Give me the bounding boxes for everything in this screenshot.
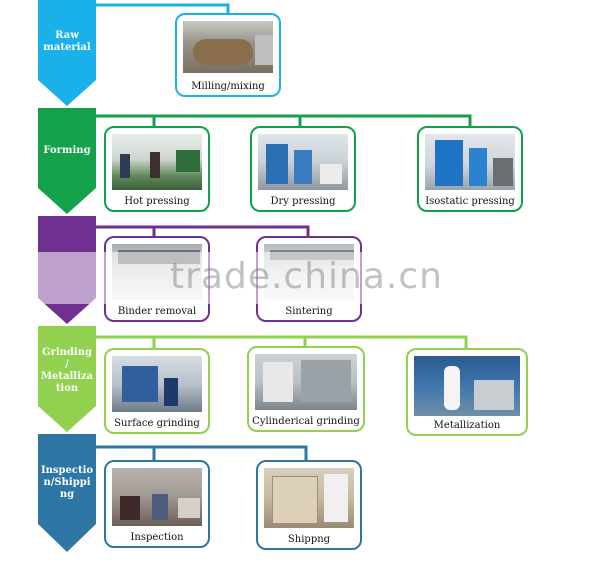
connector-inspection bbox=[96, 445, 308, 462]
stage-arrow-grinding bbox=[38, 326, 96, 432]
binder-removal-photo bbox=[112, 244, 202, 300]
step-binder-removal: Binder removal bbox=[104, 236, 210, 322]
step-sintering: Sintering bbox=[256, 236, 362, 322]
caption-hot-pressing: Hot pressing bbox=[124, 196, 190, 207]
caption-shipping: Shippng bbox=[287, 534, 331, 545]
caption-surface-grinding: Surface grinding bbox=[114, 418, 200, 429]
caption-metallization: Metallization bbox=[433, 420, 501, 431]
step-milling-mixing: Milling/mixing bbox=[175, 13, 281, 97]
connector-forming bbox=[96, 114, 472, 128]
shipping-photo bbox=[264, 468, 354, 528]
caption-binder-removal: Binder removal bbox=[117, 306, 197, 317]
connector-grinding bbox=[96, 335, 468, 350]
step-shipping: Shippng bbox=[256, 460, 362, 550]
cylinderical-grinding-photo bbox=[255, 354, 357, 410]
surface-grinding-photo bbox=[112, 356, 202, 412]
caption-isostatic-pressing: Isostatic pressing bbox=[425, 196, 515, 207]
stage-label-forming: Forming bbox=[43, 145, 91, 156]
isostatic-pressing-photo bbox=[425, 134, 515, 190]
milling-photo bbox=[183, 21, 273, 73]
stage-arrow-inspection bbox=[38, 434, 96, 552]
stage-label-grinding: Grinding / Metalliza tion bbox=[40, 347, 94, 394]
caption-sintering: Sintering bbox=[285, 306, 333, 317]
inspection-photo bbox=[112, 468, 202, 526]
stage-arrow-forming bbox=[38, 108, 96, 214]
step-dry-pressing: Dry pressing bbox=[250, 126, 356, 212]
stage-label-inspection: Inspectio n/Shippi ng bbox=[40, 465, 94, 500]
step-inspection: Inspection bbox=[104, 460, 210, 548]
step-surface-grinding: Surface grinding bbox=[104, 348, 210, 434]
sintering-photo bbox=[264, 244, 354, 300]
caption-cylinderical-grinding: Cylinderical grinding bbox=[252, 416, 360, 427]
step-cylinderical-grinding: Cylinderical grinding bbox=[247, 346, 365, 432]
step-hot-pressing: Hot pressing bbox=[104, 126, 210, 212]
dry-pressing-photo bbox=[258, 134, 348, 190]
stage-label-raw-material: Raw material bbox=[43, 30, 91, 53]
caption-inspection: Inspection bbox=[130, 532, 184, 543]
metallization-photo bbox=[414, 356, 520, 416]
connector-raw-material bbox=[96, 3, 230, 15]
caption-milling-mixing: Milling/mixing bbox=[191, 81, 265, 92]
stage-arrow-raw-material bbox=[38, 0, 96, 106]
step-isostatic-pressing: Isostatic pressing bbox=[417, 126, 523, 212]
connector-sintering bbox=[96, 225, 310, 238]
hot-pressing-photo bbox=[112, 134, 202, 190]
caption-dry-pressing: Dry pressing bbox=[270, 196, 336, 207]
step-metallization: Metallization bbox=[406, 348, 528, 436]
stage-arrow-sintering bbox=[38, 216, 96, 324]
